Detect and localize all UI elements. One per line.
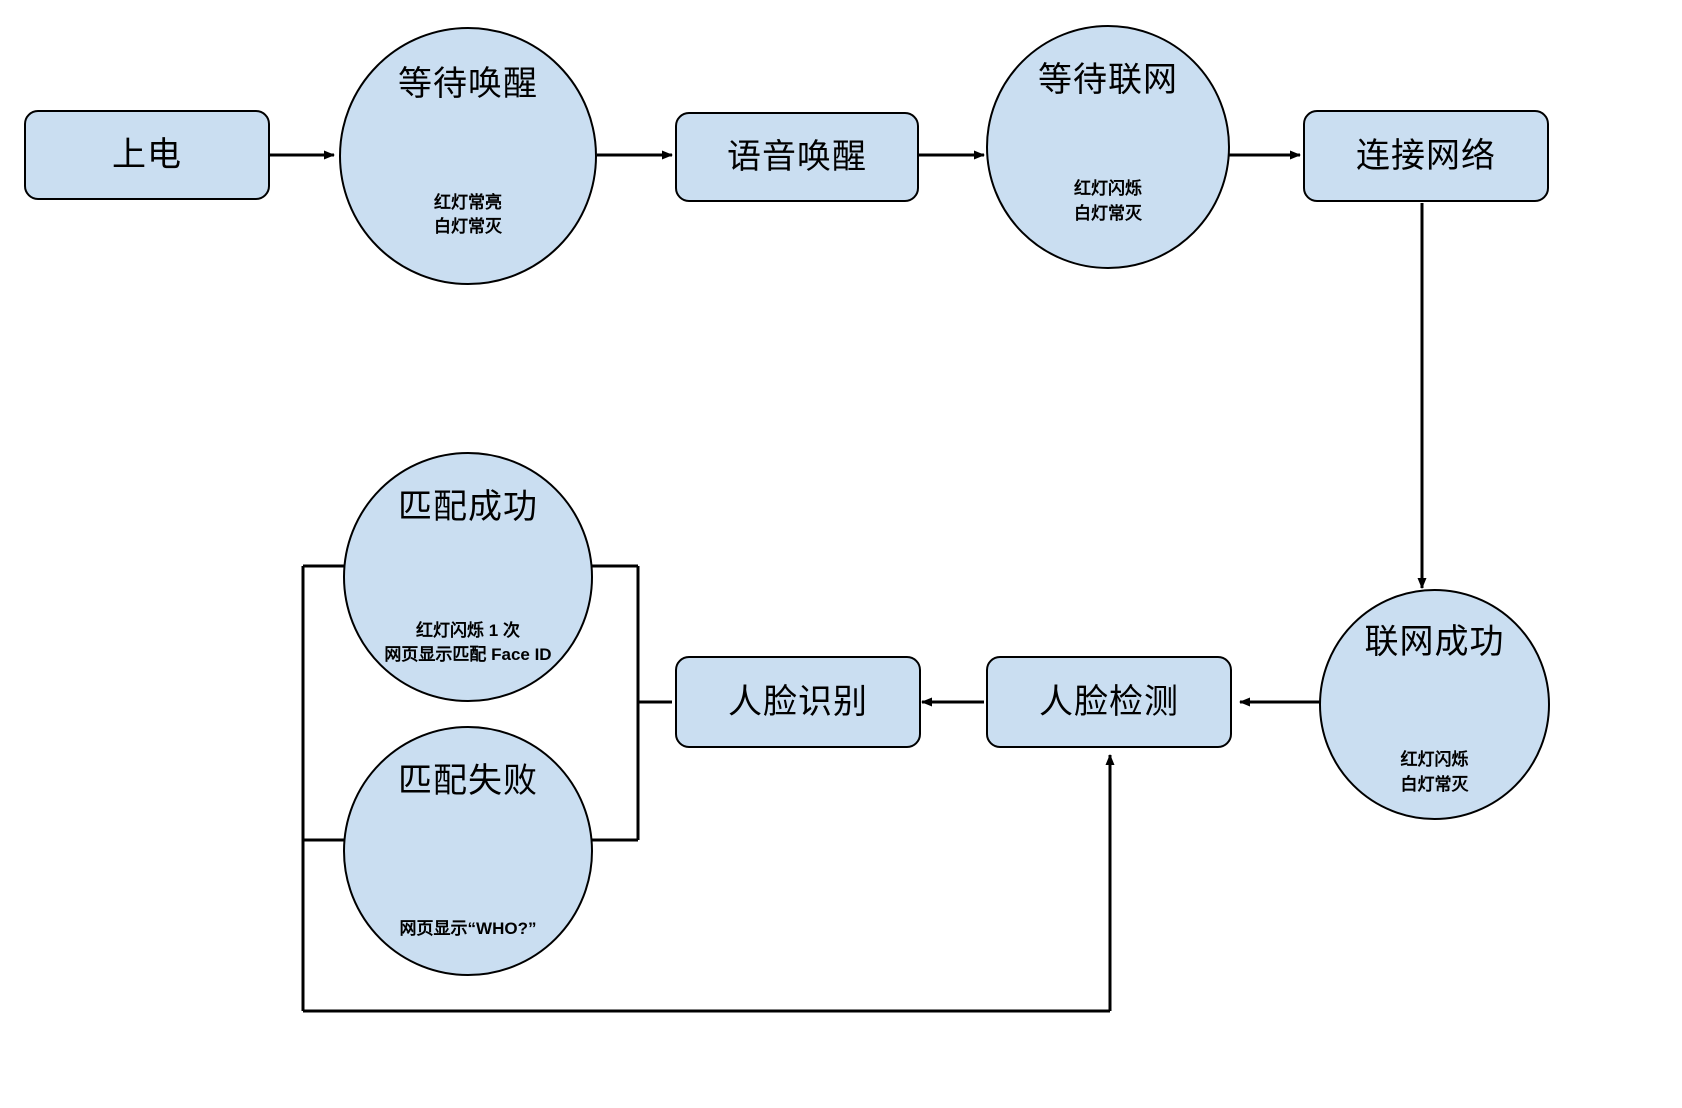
node-match-fail-sub: 网页显示“WHO?”: [399, 919, 537, 939]
node-voice-wake-title: 语音唤醒: [727, 137, 867, 176]
node-match-fail-title: 匹配失败: [398, 762, 538, 801]
node-network-success-title: 联网成功: [1364, 622, 1505, 661]
node-connect-network-title: 连接网络: [1356, 136, 1496, 175]
node-wait-wake[interactable]: 等待唤醒 红灯常亮 白灯常灭: [339, 27, 597, 285]
node-match-fail[interactable]: 匹配失败 网页显示“WHO?”: [343, 726, 593, 976]
node-voice-wake[interactable]: 语音唤醒: [675, 112, 919, 202]
node-wait-network[interactable]: 等待联网 红灯闪烁 白灯常灭: [986, 25, 1230, 269]
node-face-detect-title: 人脸检测: [1039, 682, 1179, 721]
node-match-success[interactable]: 匹配成功 红灯闪烁 1 次 网页显示匹配 Face ID: [343, 452, 593, 702]
node-face-recognize-title: 人脸识别: [728, 682, 868, 721]
node-network-success-sub: 红灯闪烁 白灯常灭: [1400, 750, 1469, 794]
node-face-detect[interactable]: 人脸检测: [986, 656, 1232, 748]
node-wait-wake-sub: 红灯常亮 白灯常灭: [434, 192, 502, 237]
node-power-on-title: 上电: [112, 135, 182, 174]
node-power-on[interactable]: 上电: [24, 110, 270, 200]
node-match-success-sub: 红灯闪烁 1 次 网页显示匹配 Face ID: [384, 620, 552, 665]
node-wait-wake-title: 等待唤醒: [398, 64, 538, 103]
node-network-success[interactable]: 联网成功 红灯闪烁 白灯常灭: [1319, 589, 1550, 820]
node-connect-network[interactable]: 连接网络: [1303, 110, 1549, 202]
node-match-success-title: 匹配成功: [398, 488, 538, 527]
node-wait-network-sub: 红灯闪烁 白灯常灭: [1074, 178, 1142, 223]
node-face-recognize[interactable]: 人脸识别: [675, 656, 921, 748]
node-wait-network-title: 等待联网: [1038, 60, 1178, 99]
